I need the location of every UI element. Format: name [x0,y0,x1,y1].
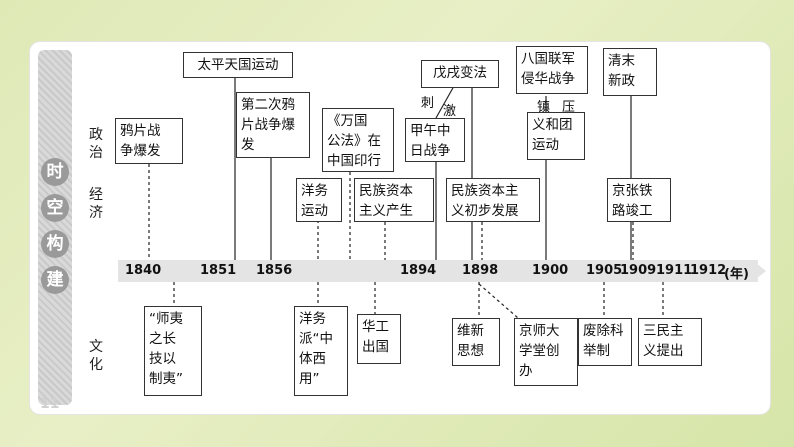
year-1898: 1898 [462,263,499,278]
event-wanguo-gongfa: 《万国 公法》在 中国印行 [322,108,394,172]
event-national-capital-develop: 民族资本主 义初步发展 [446,178,540,222]
timeline-bar [118,260,758,282]
year-1840: 1840 [125,263,162,278]
year-1851: 1851 [200,263,237,278]
event-chinese-labor: 华工 出国 [357,314,401,364]
annotation-stimulate-2: 激 [443,104,457,119]
event-three-principles: 三民主 义提出 [638,318,702,366]
year-1909: 1909 [620,263,657,278]
event-second-opium-war: 第二次鸦 片战争爆 发 [236,92,310,158]
sidebar-char-shi: 时 [41,158,69,186]
event-taiping: 太平天国运动 [183,52,293,78]
event-sino-japanese-war: 甲午中 日战争 [405,118,465,162]
event-jingshi-university: 京师大 学堂创 办 [514,318,578,386]
event-shiyi: “师夷 之长 技以 制夷” [144,306,202,396]
event-national-capital-emerge: 民族资本 主义产生 [354,178,434,222]
annotation-suppress-2: 压 [562,100,576,115]
event-wuxu-reform: 戊戌变法 [421,60,499,88]
event-boxer: 义和团 运动 [527,112,585,160]
row-label-culture: 文化 [89,339,103,373]
annotation-stimulate-1: 刺 [421,96,435,111]
year-1856: 1856 [256,263,293,278]
event-westernization: 洋务 运动 [296,178,342,222]
sidebar-char-kong: 空 [41,194,69,222]
event-late-qing-reform: 清末 新政 [603,48,657,96]
year-1912: 1912 [690,263,727,278]
timeline-arrow [752,260,766,282]
sidebar-char-gou: 构 [41,230,69,258]
year-1905: 1905 [586,263,623,278]
row-label-politics: 政治 [89,127,103,161]
event-reform-thought: 维新 思想 [452,318,500,366]
year-1911: 1911 [656,263,693,278]
event-eight-nation: 八国联军 侵华战争 [516,46,588,94]
row-label-economy: 经济 [89,187,103,221]
sidebar-strip [38,50,72,405]
event-abolish-exam: 废除科 举制 [578,318,632,366]
year-1894: 1894 [400,263,437,278]
year-unit: (年) [724,267,749,282]
year-1900: 1900 [532,263,569,278]
event-opium-war: 鸦片战 争爆发 [115,118,183,164]
event-westernization-school: 洋务 派“中 体西 用” [294,306,348,396]
sidebar-char-jian: 建 [41,266,69,294]
page-number: 11 [40,396,60,412]
annotation-suppress-1: 镇 [537,100,551,115]
event-jingzhang-railway: 京张铁 路竣工 [607,178,671,222]
